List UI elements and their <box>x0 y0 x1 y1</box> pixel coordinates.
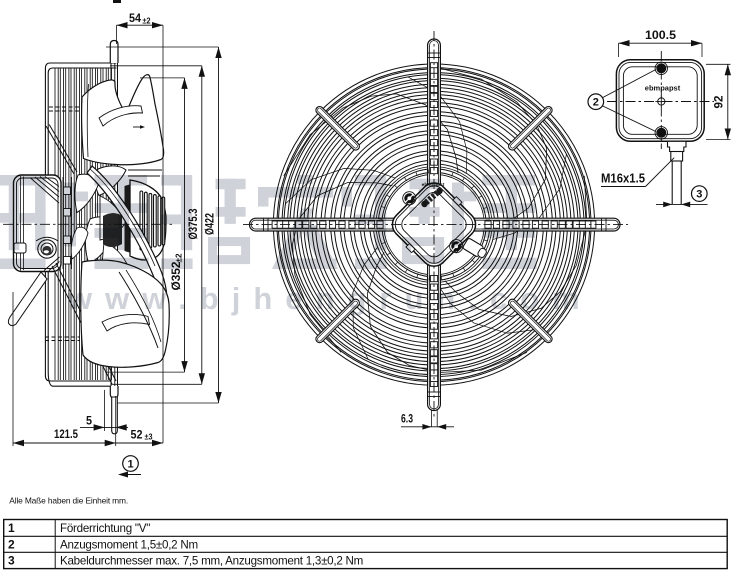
svg-text:±2: ±2 <box>143 17 151 26</box>
svg-text:3: 3 <box>8 554 15 568</box>
svg-text:1: 1 <box>8 521 15 535</box>
svg-text:±2: ±2 <box>175 253 184 263</box>
svg-text:ebmpapst: ebmpapst <box>645 84 681 93</box>
svg-text:2: 2 <box>8 537 15 551</box>
svg-text:±3: ±3 <box>145 433 153 442</box>
svg-text:6.3: 6.3 <box>401 412 413 426</box>
svg-text:121.5: 121.5 <box>54 427 78 441</box>
svg-text:92: 92 <box>712 95 726 108</box>
svg-text:Anzugsmoment 1,5±0,2 Nm: Anzugsmoment 1,5±0,2 Nm <box>60 538 198 551</box>
svg-text:52: 52 <box>131 428 143 442</box>
svg-text:Ø422: Ø422 <box>203 213 217 235</box>
svg-text:3: 3 <box>696 189 702 201</box>
svg-text:Kabeldurchmesser max. 7,5 mm,: Kabeldurchmesser max. 7,5 mm, Anzugsmome… <box>60 555 363 568</box>
svg-text:www.bjhengrun.com: www.bjhengrun.com <box>67 281 593 316</box>
svg-text:M16x1.5: M16x1.5 <box>601 172 645 186</box>
svg-text:2: 2 <box>593 97 599 109</box>
svg-text:100.5: 100.5 <box>645 28 676 42</box>
svg-text:1: 1 <box>127 459 133 471</box>
svg-text:Förderrichtung "V": Förderrichtung "V" <box>60 522 150 535</box>
svg-text:54: 54 <box>129 11 141 25</box>
svg-text:5: 5 <box>86 414 92 428</box>
svg-text:Alle Maße haben die Einheit mm: Alle Maße haben die Einheit mm. <box>9 496 128 506</box>
